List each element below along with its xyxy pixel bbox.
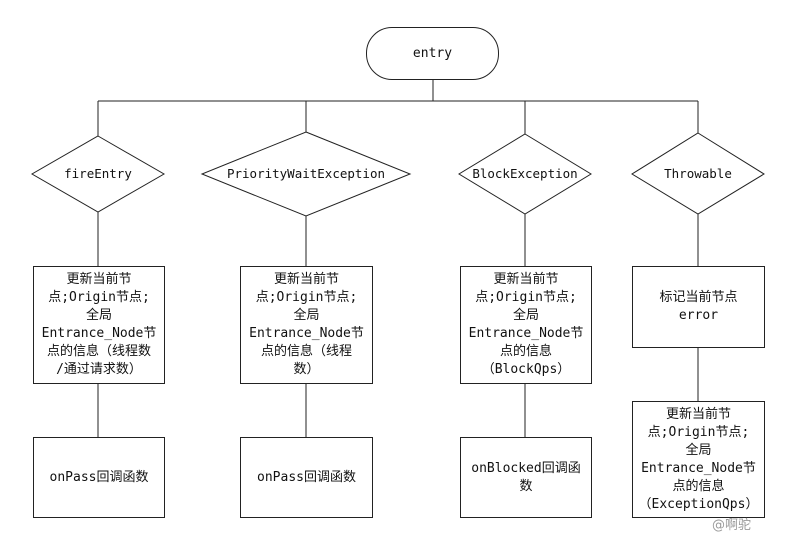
entry-terminator: entry [366, 27, 499, 80]
update-box-throwable: 更新当前节 点;Origin节点; 全局 Entrance_Node节 点的信息… [632, 401, 765, 518]
update-box-fireentry: 更新当前节 点;Origin节点; 全局 Entrance_Node节 点的信息… [33, 266, 165, 384]
condition-label-blockexception: BlockException [472, 166, 578, 181]
update-text: 更新当前节 点;Origin节点; 全局 Entrance_Node节 点的信息… [638, 406, 759, 512]
update-text: 更新当前节 点;Origin节点; 全局 Entrance_Node节 点的信息… [249, 272, 364, 377]
callback-box-blockexception: onBlocked回调函 数 [460, 437, 592, 518]
update-box-blockexception: 更新当前节 点;Origin节点; 全局 Entrance_Node节 点的信息… [460, 266, 592, 384]
callback-text: onBlocked回调函 数 [471, 460, 581, 494]
watermark: @啊驼 [712, 518, 752, 533]
callback-text: onPass回调函数 [49, 469, 149, 485]
decision-diamond-prioritywaitexception [200, 131, 412, 217]
decision-diamond-blockexception [458, 133, 592, 215]
callback-text: onPass回调函数 [257, 469, 356, 485]
condition-label-fireentry: fireEntry [64, 166, 132, 181]
mark-text: 标记当前节点 error [659, 290, 738, 323]
update-text: 更新当前节 点;Origin节点; 全局 Entrance_Node节 点的信息… [41, 272, 157, 377]
entry-label: entry [412, 45, 453, 61]
callback-box-prioritywaitexception: onPass回调函数 [240, 437, 373, 518]
condition-label-prioritywaitexception: PriorityWaitException [226, 166, 386, 181]
update-box-prioritywaitexception: 更新当前节 点;Origin节点; 全局 Entrance_Node节 点的信息… [240, 266, 373, 384]
update-text: 更新当前节 点;Origin节点; 全局 Entrance_Node节 点的信息… [468, 272, 584, 377]
decision-diamond-throwable [631, 132, 765, 215]
decision-diamond-fireentry [30, 135, 166, 213]
callback-box-fireentry: onPass回调函数 [33, 437, 165, 518]
mark-error-box-throwable: 标记当前节点 error [632, 266, 765, 348]
condition-label-throwable: Throwable [664, 166, 732, 181]
